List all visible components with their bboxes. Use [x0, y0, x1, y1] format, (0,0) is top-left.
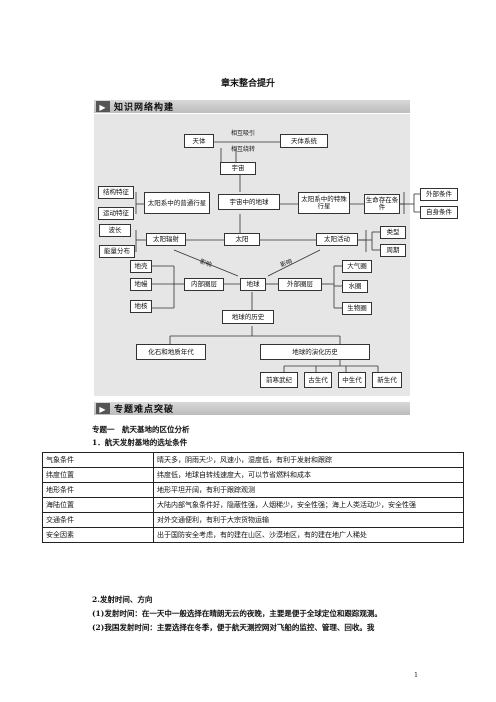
knowledge-diagram: 天体 天体系统 相互吸引 相互绕转 宇宙 结构特征 运动特征 太阳系中的普通行星…: [94, 114, 421, 396]
para-2: 2.发射时间、方向: [92, 595, 153, 604]
cell-factor: 交通条件: [42, 512, 154, 528]
node-dimantle: 地幔: [130, 278, 152, 291]
cell-factor: 气象条件: [42, 452, 154, 468]
node-shuiquan: 水圈: [342, 280, 368, 293]
node-taiyangxi-teshu: 太阳系中的特殊行星: [298, 192, 350, 214]
node-huashi: 化石和地质年代: [136, 344, 206, 360]
node-taiyang: 太阳: [224, 233, 260, 246]
node-yuzhou: 宇宙: [220, 162, 256, 175]
node-taiyangxi-putong: 太阳系中的普通行星: [144, 192, 210, 214]
cell-factor: 安全因素: [42, 527, 154, 543]
cell-desc: 地形平坦开阔，有利于跟踪观测: [153, 482, 464, 498]
cell-desc: 对外交通便利，有利于大宗货物运输: [153, 512, 464, 528]
node-xinsheng: 新生代: [372, 372, 402, 388]
banner-text: 知识网络构建: [114, 103, 175, 113]
node-qianhanwu: 前寒武纪: [260, 372, 298, 388]
node-waibu: 外部条件: [420, 188, 458, 201]
banner-text: 专题难点突破: [114, 405, 175, 415]
table-row: 交通条件对外交通便利，有利于大宗货物运输: [42, 512, 464, 528]
table-row: 海陆位置大陆内部气象条件好，隐蔽性强，人烟稀少，安全性强；海上人类活动少，安全性…: [42, 497, 464, 513]
banner-topics: ▶ 专题难点突破: [94, 402, 410, 415]
table-row: 地形条件地形平坦开阔，有利于跟踪观测: [42, 482, 464, 498]
node-leixing: 类型: [380, 226, 406, 239]
node-huodong: 太阳活动: [316, 233, 358, 246]
node-waibu-quan: 外部圈层: [278, 278, 322, 291]
node-tianti-system: 天体系统: [280, 134, 328, 148]
node-zhouqi: 周期: [380, 244, 406, 257]
topic-heading: 专题一 航天基地的区位分析: [92, 425, 190, 434]
para-4: (2)我国发射时间：主要选择在冬季，便于航天测控网对飞船的监控、管理、回收。我: [92, 623, 375, 632]
node-lishi: 地球的历史: [222, 310, 274, 324]
node-gusheng: 古生代: [304, 372, 332, 388]
node-daqi: 大气圈: [342, 260, 372, 273]
node-yuzhou-diqiu: 宇宙中的地球: [218, 194, 280, 210]
page-number: 1: [414, 672, 418, 679]
node-diqiao: 地壳: [130, 260, 152, 273]
node-yundong: 运动特征: [98, 207, 134, 220]
node-jiegou: 结构特征: [98, 186, 134, 199]
page-title: 章末整合提升: [220, 79, 275, 89]
node-neibu: 内部圈层: [184, 278, 224, 291]
label-xiangxi: 相互吸引: [231, 130, 256, 137]
node-zhongsheng: 中生代: [338, 372, 366, 388]
node-dihe: 地核: [130, 300, 152, 313]
cell-desc: 晴天多，阴雨天少，风速小，湿度低，有利于发射和跟踪: [153, 452, 464, 468]
spacer: [420, 184, 421, 185]
node-shengming: 生命存在条件: [364, 194, 400, 214]
node-shengwu: 生物圈: [342, 302, 372, 315]
label-xiangrao: 相互绕转: [231, 146, 256, 153]
banner-knowledge-network: ▶ 知识网络构建: [94, 100, 410, 113]
cell-factor: 海陆位置: [42, 497, 154, 513]
node-fushe: 太阳辐射: [146, 233, 186, 246]
cell-desc: 出于国防安全考虑，有的建在山区、沙漠地区，有的建在地广人稀处: [153, 527, 464, 543]
cell-factor: 地形条件: [42, 482, 154, 498]
node-tianti: 天体: [184, 134, 214, 148]
site-conditions-table: 气象条件晴天多，阴雨天少，风速小，湿度低，有利于发射和跟踪纬度位置纬度低，地球自…: [42, 452, 464, 543]
table-row: 纬度位置纬度低，地球自转线速度大，可以节省燃料和成本: [42, 467, 464, 483]
node-nengliang: 能量分布: [99, 245, 135, 258]
node-yanhua: 地球的演化历史: [260, 344, 370, 360]
node-bochang: 波长: [99, 224, 131, 237]
cell-desc: 纬度低，地球自转线速度大，可以节省燃料和成本: [153, 467, 464, 483]
table-row: 气象条件晴天多，阴雨天少，风速小，湿度低，有利于发射和跟踪: [42, 452, 464, 468]
arrow-icon: ▶: [96, 403, 110, 414]
subheading-1: 1．航天发射基地的选址条件: [92, 438, 188, 447]
cell-desc: 大陆内部气象条件好，隐蔽性强，人烟稀少，安全性强；海上人类活动少，安全性强: [153, 497, 464, 513]
para-3: (1)发射时间：在一天中一般选择在晴朗无云的夜晚，主要是便于全球定位和跟踪观测。: [92, 609, 382, 618]
arrow-icon: ▶: [96, 101, 110, 112]
cell-factor: 纬度位置: [42, 467, 154, 483]
node-diqiu: 地球: [240, 278, 266, 291]
node-zishen: 自身条件: [420, 206, 458, 219]
table-row: 安全因素出于国防安全考虑，有的建在山区、沙漠地区，有的建在地广人稀处: [42, 527, 464, 543]
